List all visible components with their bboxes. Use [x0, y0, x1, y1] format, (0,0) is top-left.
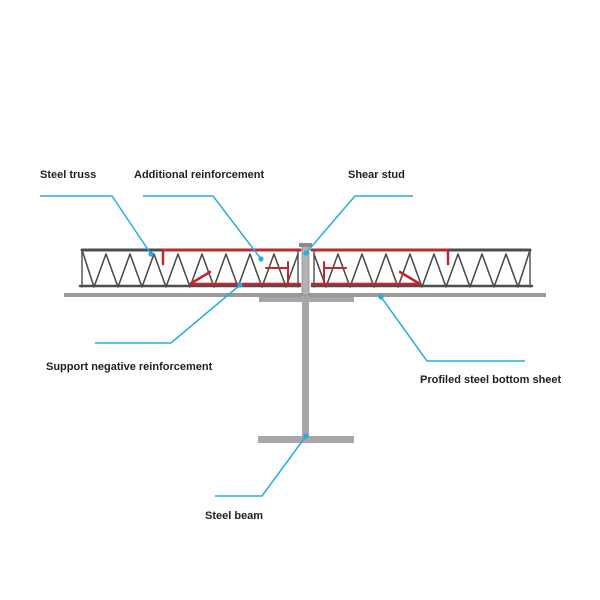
leader-additional-reinforcement: [143, 195, 262, 260]
dot-steel-beam: [303, 433, 309, 439]
shear-stud: [299, 243, 312, 296]
dot-support-negative-reinforcement: [237, 282, 243, 288]
label-profiled-steel-bottom-sheet: Profiled steel bottom sheet: [420, 374, 562, 386]
dot-shear-stud: [303, 250, 309, 256]
truss-web-left: [81, 249, 299, 288]
label-shear-stud: Shear stud: [348, 169, 405, 181]
profiled-steel-bottom-sheet: [64, 293, 546, 297]
leader-steel-truss: [40, 195, 152, 255]
leader-lines: [40, 195, 525, 497]
dot-additional-reinforcement: [258, 256, 264, 262]
steel-beam-bottom-flange: [258, 436, 354, 443]
reinforcement-hooks: [265, 261, 347, 285]
shear-stud-head: [299, 243, 312, 247]
truss-verticals: [81, 249, 531, 288]
leader-dots: [148, 250, 384, 439]
label-support-negative-reinforcement: Support negative reinforcement: [46, 361, 213, 373]
leader-shear-stud: [305, 195, 413, 254]
steel-beam-web: [302, 252, 309, 438]
leader-profiled-steel-bottom-sheet: [380, 296, 525, 362]
dot-profiled-steel-bottom-sheet: [378, 294, 384, 300]
steel-beam: [258, 252, 354, 443]
label-steel-truss: Steel truss: [40, 169, 96, 181]
sheet-left: [64, 293, 302, 297]
leader-support-negative-reinforcement: [95, 284, 241, 344]
sheet-right: [309, 293, 546, 297]
label-additional-reinforcement: Additional reinforcement: [134, 169, 265, 181]
support-negative-reinforcement-bar: [188, 270, 422, 286]
label-steel-beam: Steel beam: [205, 510, 263, 522]
leader-steel-beam: [215, 435, 307, 497]
truss-web-right: [313, 249, 531, 288]
dot-steel-truss: [148, 251, 154, 257]
